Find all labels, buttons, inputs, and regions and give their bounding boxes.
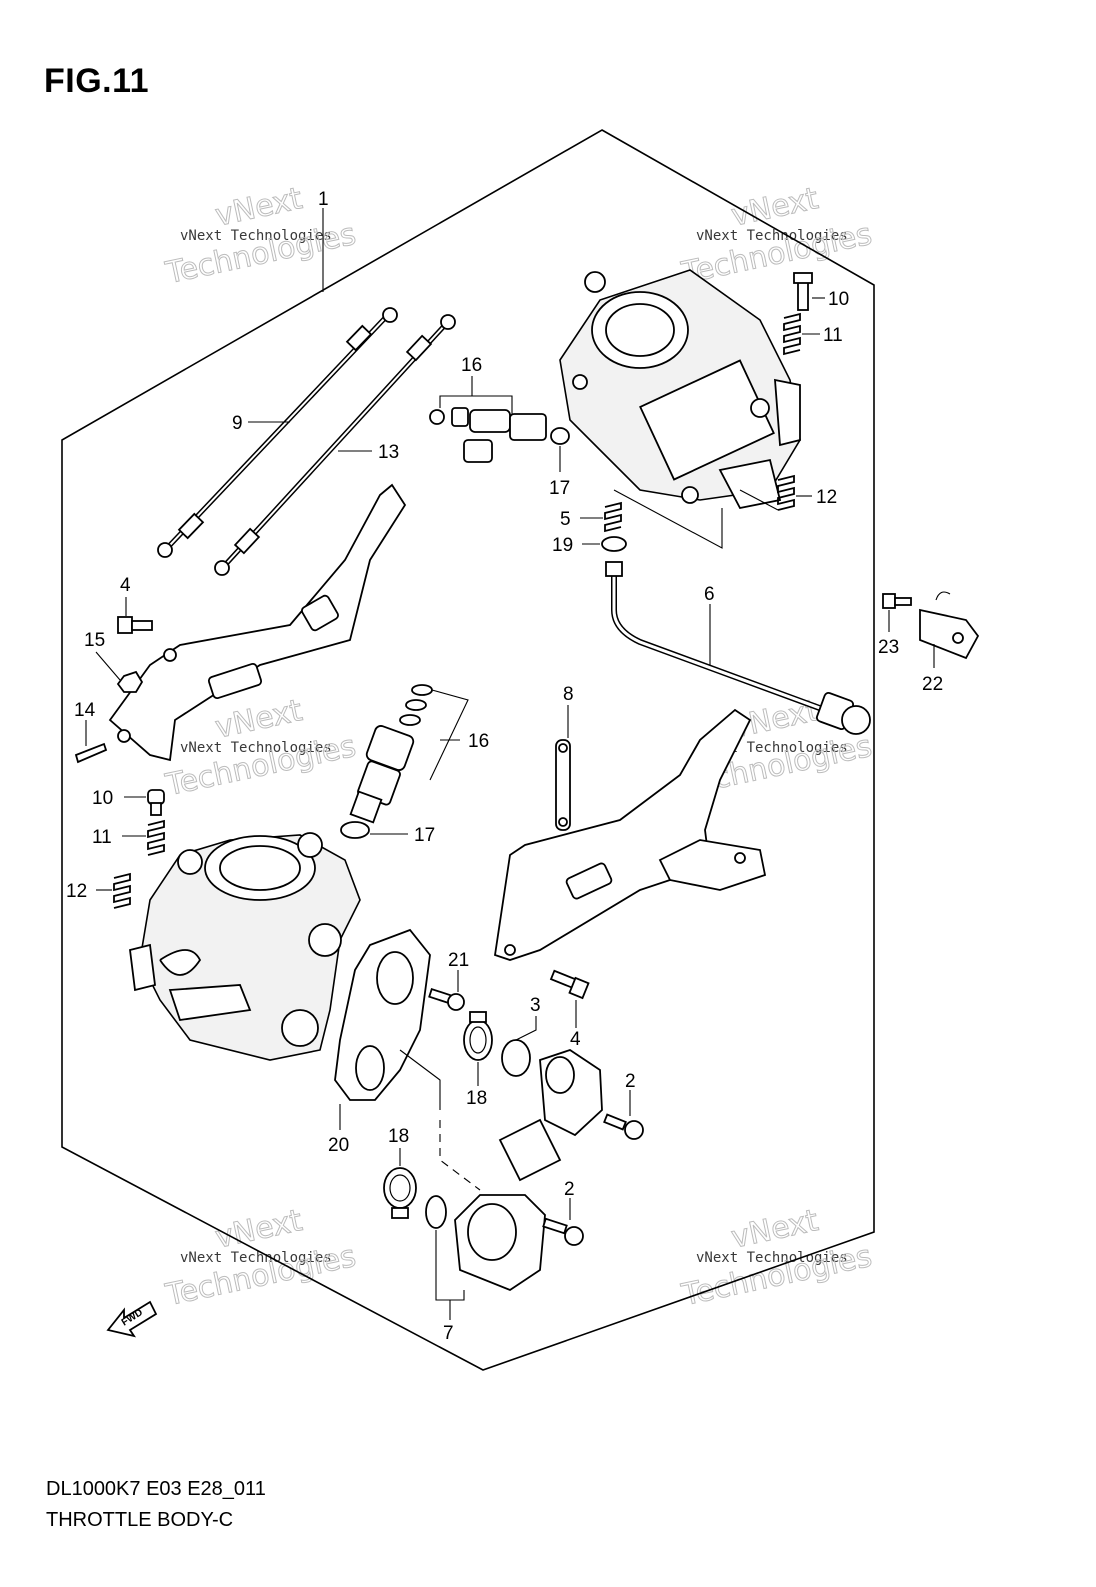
- callout-10-upper: 10: [828, 289, 849, 310]
- callout-11-lower: 11: [92, 827, 112, 848]
- callout-18-lower: 18: [388, 1126, 409, 1147]
- watermark-top: vNext: [212, 693, 305, 746]
- screw-10-lower: [147, 789, 165, 816]
- callout-4-lower: 4: [570, 1029, 581, 1050]
- spring-5: [604, 501, 622, 533]
- screw-10-upper: [793, 272, 813, 311]
- watermark-small: vNext Technologies: [696, 228, 848, 244]
- nut-15: [116, 670, 144, 693]
- callout-3: 3: [530, 995, 541, 1016]
- callout-1: 1: [318, 189, 329, 210]
- callout-12-upper: 12: [816, 487, 837, 508]
- callout-8: 8: [563, 684, 574, 705]
- screw-14: [74, 742, 108, 764]
- spring-11-lower: [147, 819, 165, 856]
- watermark-small: vNext Technologies: [180, 1250, 332, 1266]
- bolt-4-lower: [549, 969, 590, 1000]
- screw-2-lower: [542, 1217, 584, 1246]
- leader-line: [399, 1049, 441, 1110]
- o-ring-17-lower: [340, 821, 370, 839]
- callout-10-lower: 10: [92, 788, 113, 809]
- callout-5: 5: [560, 509, 571, 530]
- callout-19: 19: [552, 535, 573, 556]
- spring-12-upper: [777, 474, 795, 511]
- fuel-injector-upper: [429, 407, 547, 463]
- screw-2-upper: [603, 1113, 644, 1140]
- throttle-position-sensor: [498, 1049, 603, 1182]
- callout-16-lower: 16: [468, 731, 489, 752]
- clamp-18-upper: [463, 1011, 493, 1061]
- diagram-name: THROTTLE BODY-C: [46, 1509, 234, 1531]
- callout-15: 15: [84, 630, 105, 651]
- leader-line: [429, 689, 469, 781]
- o-ring-3: [501, 1039, 531, 1077]
- callout-22: 22: [922, 674, 943, 695]
- leader-line: [515, 1016, 537, 1041]
- callout-labels: 1 9 13 16 17 10 11 12 5 19 6 4 15 14 23 …: [66, 189, 943, 1344]
- fuel-injector-lower: [349, 684, 433, 824]
- assembly-boundary: [61, 129, 875, 1371]
- throttle-body-upper: [559, 269, 801, 510]
- callout-7: 7: [443, 1323, 454, 1344]
- callout-17-lower: 17: [414, 825, 435, 846]
- callout-11-upper: 11: [823, 325, 843, 346]
- callout-18-upper: 18: [466, 1088, 487, 1109]
- watermark-small: vNext Technologies: [180, 228, 332, 244]
- watermark-group: vNext vNext Technologies Technologies vN…: [162, 181, 876, 1314]
- callout-12-lower: 12: [66, 881, 87, 902]
- leader-line: [613, 489, 723, 549]
- clamp-18-lower: [383, 1167, 417, 1219]
- leader-line: [439, 1120, 481, 1191]
- washer-19: [601, 536, 627, 552]
- watermark-top: vNext: [728, 1203, 821, 1256]
- link-rod-9: [157, 307, 398, 558]
- o-ring-7: [425, 1195, 447, 1229]
- watermark-top: vNext: [728, 181, 821, 234]
- callout-16-upper: 16: [461, 355, 482, 376]
- callout-2-lower: 2: [564, 1179, 575, 1200]
- clip-8: [555, 739, 571, 831]
- o-ring-17-upper: [550, 427, 570, 445]
- link-rod-13: [214, 314, 456, 576]
- bracket-22: [919, 591, 980, 660]
- callout-6: 6: [704, 584, 715, 605]
- callout-17-upper: 17: [549, 478, 570, 499]
- gasket-20: [334, 928, 431, 1101]
- callout-21: 21: [448, 950, 469, 971]
- leader-line: [739, 489, 779, 511]
- leader-line: [439, 395, 513, 414]
- spring-11-upper: [783, 312, 801, 356]
- callout-20: 20: [328, 1135, 349, 1156]
- forward-arrow-icon: FWD: [106, 1300, 158, 1338]
- callout-9: 9: [232, 413, 243, 434]
- watermark-top: vNext: [212, 181, 305, 234]
- throttle-cable-6: [605, 561, 871, 735]
- callout-14: 14: [74, 700, 96, 721]
- figure-title: FIG.11: [44, 62, 150, 100]
- watermark-top: vNext: [212, 1203, 305, 1256]
- mounting-bracket-left: [108, 483, 407, 762]
- mounting-bracket-right: [493, 708, 767, 961]
- diagram-code: DL1000K7 E03 E28_011: [46, 1478, 266, 1500]
- callout-13: 13: [378, 442, 399, 463]
- bolt-4-upper: [117, 616, 153, 634]
- spring-12-lower: [113, 872, 131, 909]
- leader-line: [95, 651, 121, 681]
- callout-2-upper: 2: [625, 1071, 636, 1092]
- screw-21: [428, 987, 465, 1011]
- callout-4-upper: 4: [120, 575, 131, 596]
- watermark-small: vNext Technologies: [180, 740, 332, 756]
- throttle-body-lower: [129, 832, 361, 1061]
- bolt-23: [882, 593, 912, 609]
- idle-speed-sensor-7: [454, 1194, 546, 1292]
- callout-23: 23: [878, 637, 899, 658]
